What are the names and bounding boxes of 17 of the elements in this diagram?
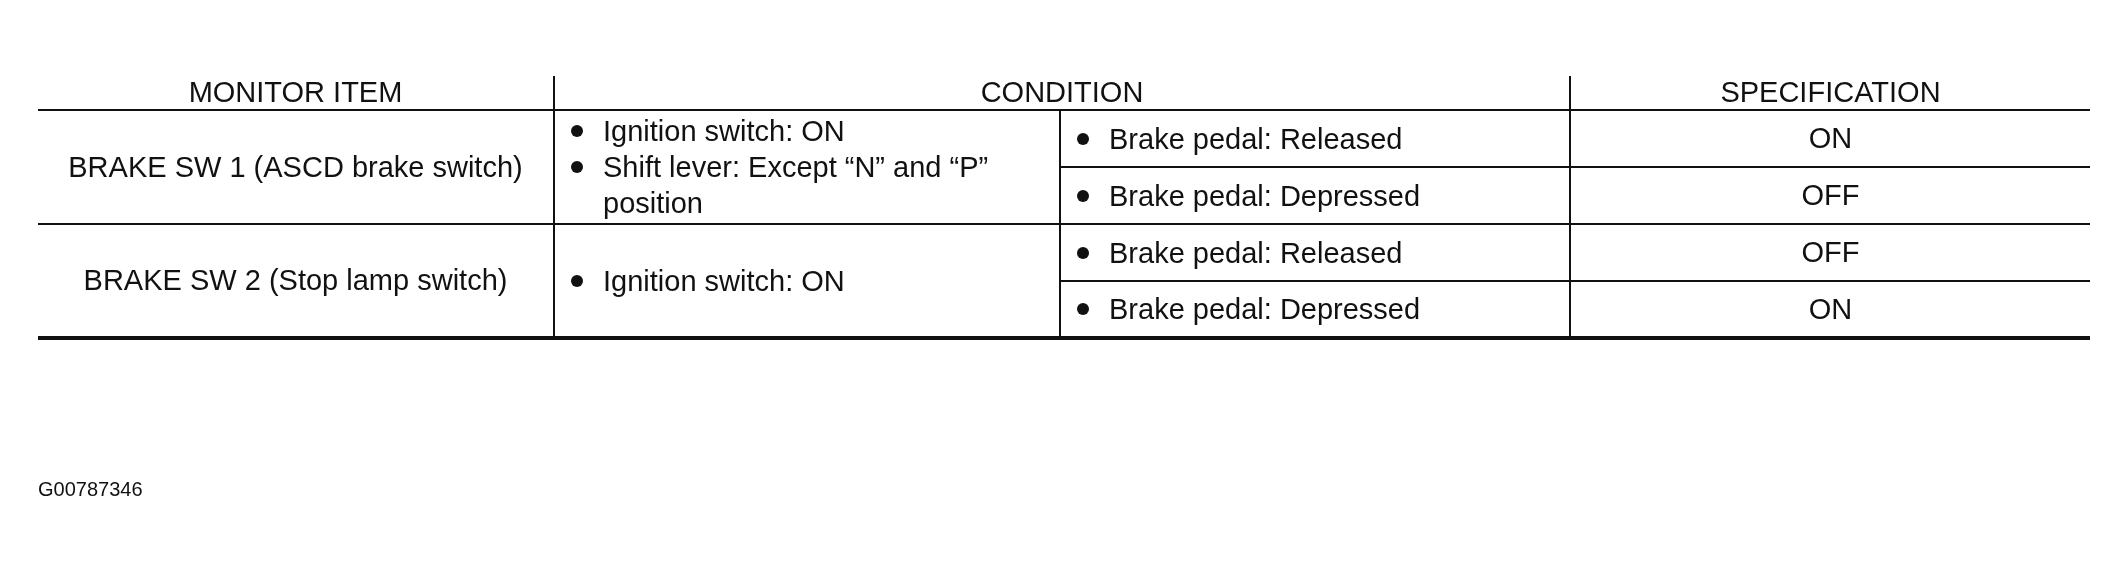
column-header: MONITOR ITEM bbox=[188, 76, 403, 108]
bullet-item: Ignition switch: ON bbox=[569, 262, 845, 299]
spec-value: ON bbox=[1808, 122, 1853, 154]
bullet-item: Brake pedal: Released bbox=[1075, 234, 1403, 271]
figure-code: G00787346 bbox=[38, 478, 143, 501]
bullet-item: Brake pedal: Depressed bbox=[1075, 291, 1421, 327]
column-header: CONDITION bbox=[980, 76, 1144, 108]
spec-value: OFF bbox=[1801, 236, 1860, 268]
bullet-item: Shift lever: Except “N” and “P” position bbox=[569, 149, 1045, 221]
spec-value: ON bbox=[1808, 292, 1853, 325]
spec-value: OFF bbox=[1801, 179, 1860, 211]
bullet-item: Brake pedal: Depressed bbox=[1075, 177, 1421, 214]
bullet-item: Ignition switch: ON bbox=[569, 113, 845, 149]
row-header: BRAKE SW 1 (ASCD brake switch) bbox=[68, 150, 523, 183]
column-header: SPECIFICATION bbox=[1720, 76, 1941, 108]
row-header: BRAKE SW 2 (Stop lamp switch) bbox=[83, 264, 508, 296]
bullet-item: Brake pedal: Released bbox=[1075, 120, 1403, 157]
